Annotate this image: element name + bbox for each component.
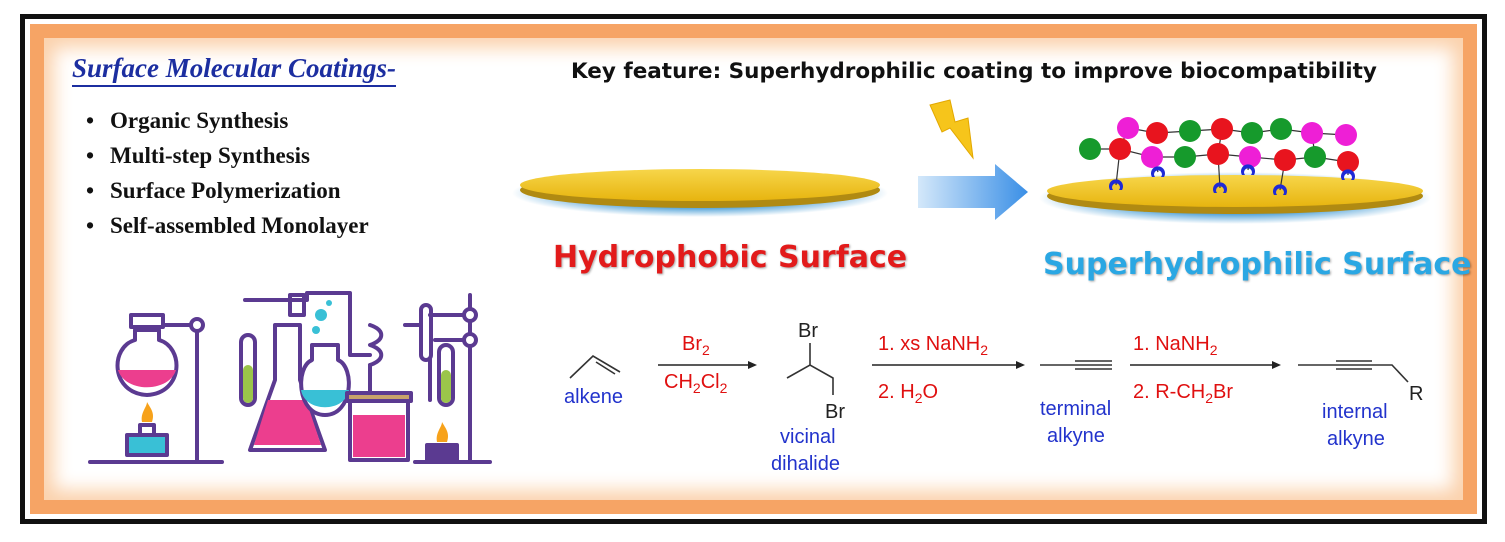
superhydrophilic-surface-label: Superhydrophilic Surface <box>1043 247 1472 282</box>
terminal-alkyne-line2: alkyne <box>1047 425 1105 447</box>
surface-anchors <box>1109 164 1356 195</box>
bullet-item: Multi-step Synthesis <box>86 141 369 176</box>
step3-reagent-bottom: 2. R-CH2Br <box>1133 381 1233 406</box>
bullet-item: Organic Synthesis <box>86 106 369 141</box>
internal-alkyne-line2: alkyne <box>1327 428 1385 450</box>
page-title: Surface Molecular Coatings- <box>72 53 397 87</box>
key-feature-text: Key feature: Superhydrophilic coating to… <box>571 59 1377 84</box>
bullet-item: Surface Polymerization <box>86 176 369 211</box>
lab-equipment-illustration <box>88 291 492 464</box>
step2-reagent-top: 1. xs NaNH2 <box>878 333 988 358</box>
bullet-item: Self-assembled Monolayer <box>86 211 369 246</box>
right-arrow-icon <box>918 164 1028 220</box>
hydrophobic-surface-disc <box>512 169 888 217</box>
hydrophobic-surface-label: Hydrophobic Surface <box>553 240 908 275</box>
step1-reagent-top: Br2 <box>682 333 710 358</box>
step1-reagent-bottom: CH2Cl2 <box>664 371 728 396</box>
dihalide-br-top: Br <box>798 320 818 342</box>
step3-reagent-top: 1. NaNH2 <box>1133 333 1218 358</box>
dihalide-label-line1: vicinal <box>780 426 836 448</box>
reaction-arrows <box>658 361 1281 369</box>
alkene-label: alkene <box>564 386 623 408</box>
lightning-icon <box>929 99 974 160</box>
terminal-alkyne-line1: terminal <box>1040 398 1111 420</box>
r-group-label: R <box>1409 383 1423 405</box>
dihalide-label-line2: dihalide <box>771 453 840 475</box>
polymer-nodes <box>1079 117 1359 173</box>
frame-glow <box>30 24 1477 514</box>
internal-alkyne-line1: internal <box>1322 401 1388 423</box>
dihalide-br-bottom: Br <box>825 401 845 423</box>
superhydrophilic-surface-disc <box>1039 172 1431 224</box>
bullet-list: Organic Synthesis Multi-step Synthesis S… <box>86 106 369 246</box>
step2-reagent-bottom: 2. H2O <box>878 381 938 406</box>
